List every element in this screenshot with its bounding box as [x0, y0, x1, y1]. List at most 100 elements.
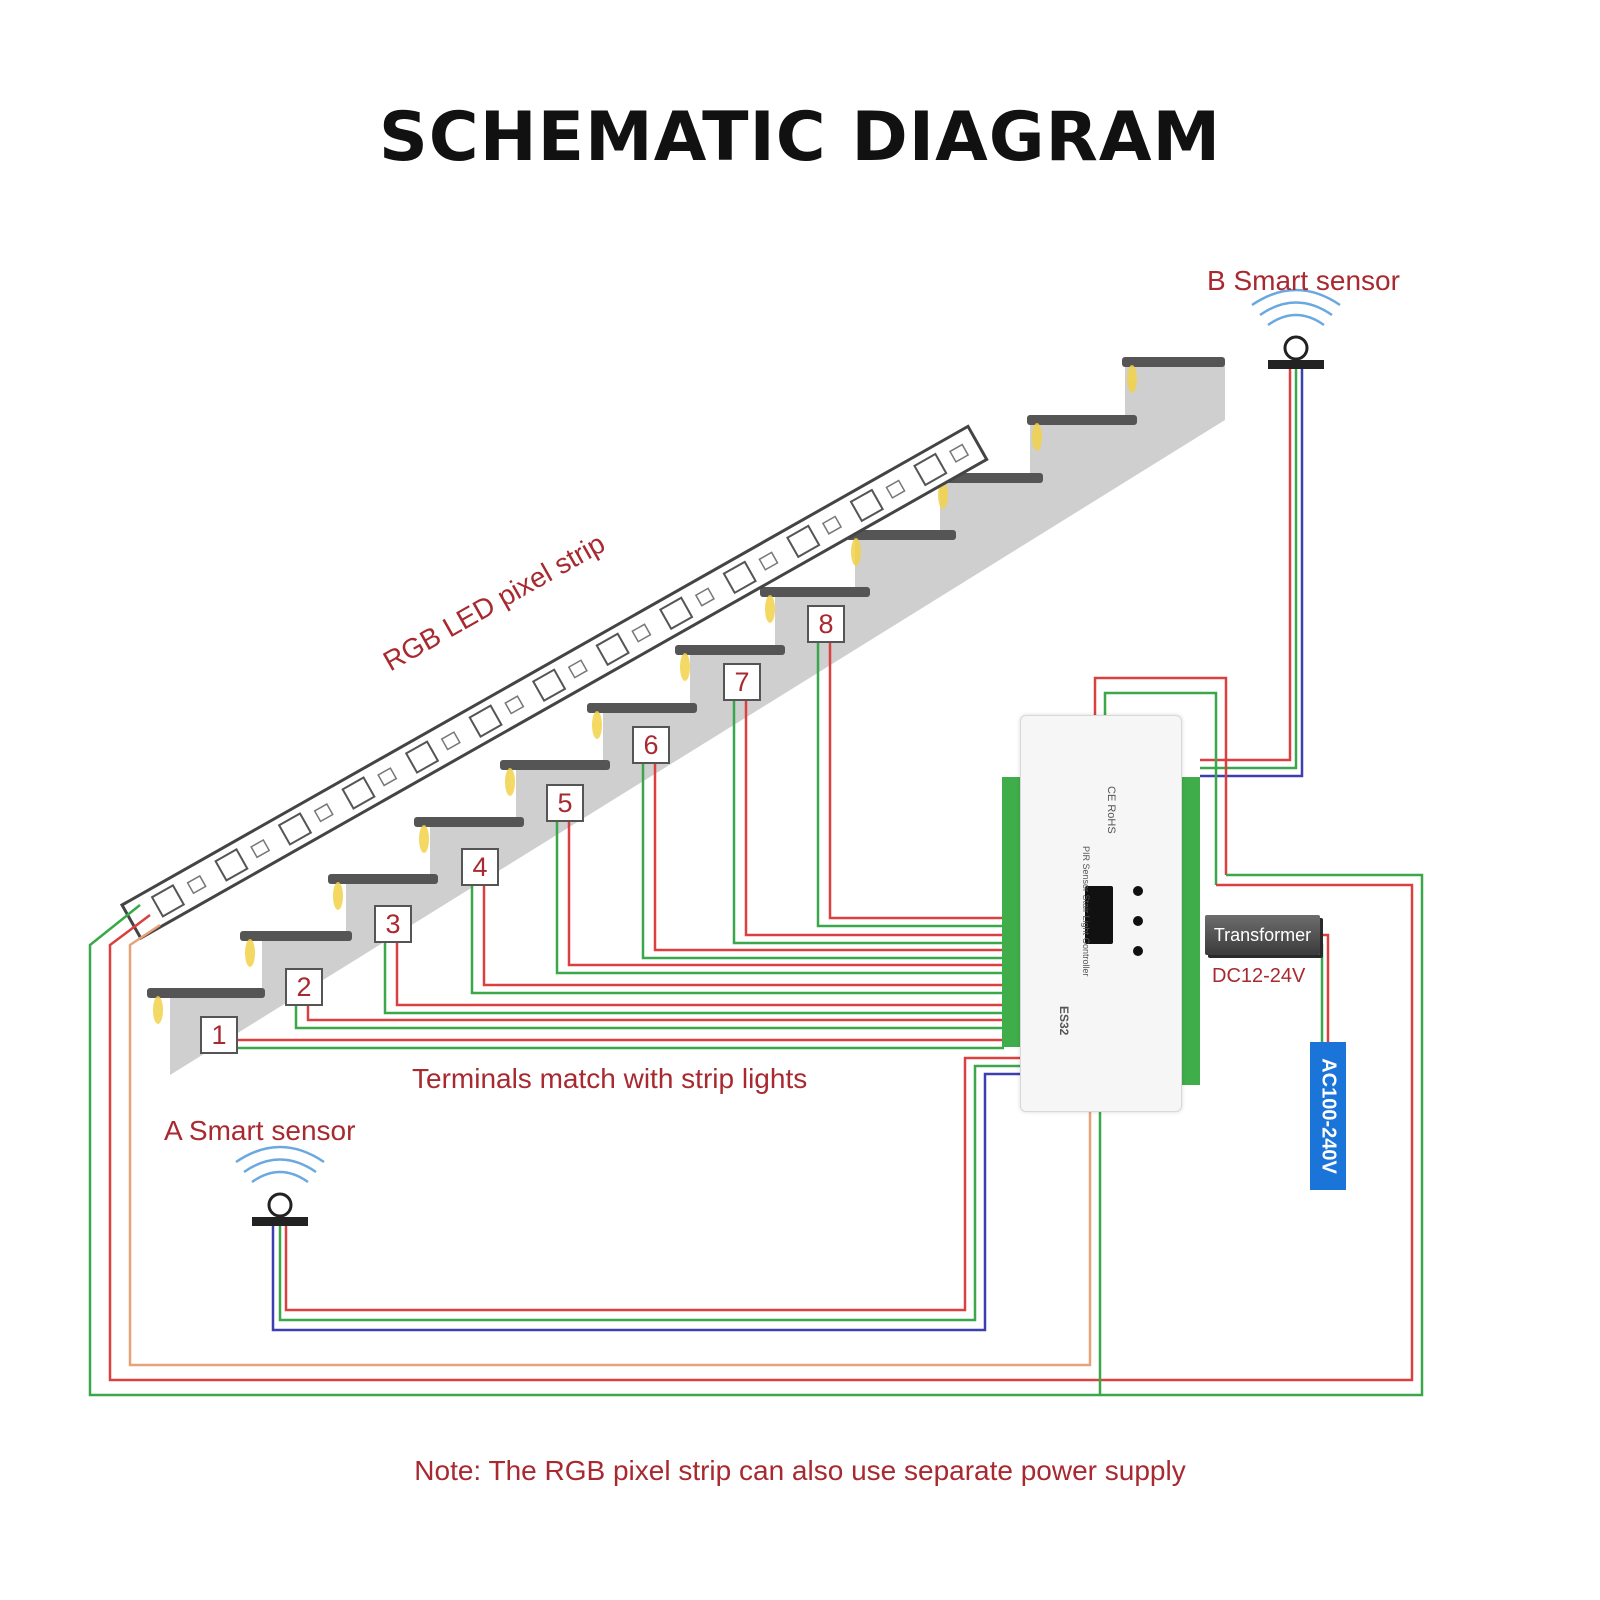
nosing-6	[587, 703, 697, 713]
wire-top-loop-red	[1093, 676, 1228, 875]
wire-channel-7-red	[744, 699, 1004, 937]
a-sensor-label: A Smart sensor	[164, 1115, 356, 1146]
controller-model: ES32	[1057, 1006, 1071, 1036]
step-light-icon	[1127, 365, 1137, 393]
sensor-icon	[1283, 335, 1309, 361]
resistor	[313, 803, 334, 823]
step-light-icon	[680, 653, 690, 681]
step-light-icon	[245, 939, 255, 967]
right-terminal-block	[1182, 777, 1200, 1085]
led-chip	[531, 668, 567, 703]
step-light-icons	[153, 365, 1137, 1024]
wire-a-sensor-blue	[271, 1072, 1020, 1332]
wire-channel-4-red	[482, 884, 1004, 987]
wire-ac-red	[1320, 933, 1330, 1042]
wire-b-sensor-red	[1200, 369, 1292, 762]
step-light-icon	[851, 538, 861, 566]
wire-strip-data	[128, 923, 1092, 1367]
led-chip	[595, 632, 630, 667]
transformer: Transformer	[1205, 915, 1320, 955]
nosing-3	[328, 874, 438, 884]
led-chip	[722, 560, 757, 595]
led-chip	[468, 704, 503, 738]
wire-channel-5-red	[567, 820, 1004, 967]
step-light-icon	[938, 481, 948, 509]
page-title: SCHEMATIC DIAGRAM	[378, 98, 1222, 177]
signal-waves-icon	[235, 1145, 325, 1184]
controller-name: PIR Sensor Stair Light Controller	[1081, 846, 1091, 977]
nosing-1	[147, 988, 265, 998]
led-chip	[786, 524, 821, 559]
note-text: Note: The RGB pixel strip can also use s…	[414, 1455, 1186, 1486]
wire-channel-1-red	[221, 1038, 1004, 1052]
resistor	[567, 659, 588, 679]
mode-button-icon	[1133, 946, 1143, 956]
nosing-4	[414, 817, 524, 827]
step-number-7: 7	[723, 663, 761, 701]
wire-b-sensor-green	[1200, 369, 1298, 770]
resistor	[885, 479, 906, 499]
wire-top-loop-green	[1103, 691, 1218, 885]
resistor	[948, 443, 970, 463]
step-light-icon	[765, 595, 775, 623]
wire-channel-6-green	[641, 762, 1004, 960]
step-number-6: 6	[632, 726, 670, 764]
wiring	[88, 369, 1424, 1397]
wire-channel-2-red	[306, 1004, 1004, 1022]
step-light-icon	[1032, 423, 1042, 451]
step-number-2: 2	[285, 968, 323, 1006]
wire-channel-4-green	[470, 884, 1004, 995]
wire-channel-8-green	[816, 641, 1004, 928]
wire-channel-7-green	[732, 699, 1004, 945]
led-chip	[214, 848, 249, 882]
resistor	[250, 838, 271, 859]
wire-b-sensor-blue	[1200, 369, 1304, 778]
led-chip	[404, 740, 440, 774]
resistor	[440, 731, 461, 751]
down-button-icon	[1133, 916, 1143, 926]
b-sensor-icon	[1251, 288, 1341, 369]
led-chip	[913, 452, 948, 487]
resistor	[504, 695, 525, 715]
wire-channel-5-green	[555, 820, 1004, 975]
resistor	[758, 551, 779, 571]
wire-channel-3-red	[395, 941, 1004, 1007]
step-number-1: 1	[200, 1016, 238, 1054]
wire-a-sensor-red	[284, 1056, 1020, 1312]
b-sensor-label: B Smart sensor	[1207, 265, 1400, 296]
wire-channel-3-green	[383, 941, 1004, 1015]
wire-channel-6-red	[653, 762, 1004, 952]
wire-ac-green	[1314, 943, 1324, 1042]
stair-silhouette	[170, 362, 1225, 1075]
resistor	[821, 515, 843, 535]
signal-waves-icon	[1251, 288, 1341, 327]
nosing-5	[500, 760, 610, 770]
nosing-9	[846, 530, 956, 540]
step-number-4: 4	[461, 848, 499, 886]
sensor-icon	[267, 1192, 293, 1218]
step-light-icon	[419, 825, 429, 853]
step-number-3: 3	[374, 905, 412, 943]
nosing-12	[1122, 357, 1225, 367]
ac-input: AC100-240V	[1310, 1042, 1346, 1190]
step-number-8: 8	[807, 605, 845, 643]
controller-display	[1085, 886, 1113, 944]
resistor	[694, 587, 715, 607]
led-chip	[658, 596, 694, 631]
resistor	[186, 874, 207, 895]
nosing-8	[760, 587, 870, 597]
nosing-2	[240, 931, 352, 941]
led-chip	[849, 488, 885, 523]
left-terminal-block	[1002, 777, 1020, 1047]
wire-channel-1-green	[209, 1046, 1004, 1052]
step-light-icon	[153, 996, 163, 1024]
wire-strip-red	[108, 883, 1414, 1382]
led-chip	[277, 812, 313, 846]
dc-voltage-label: DC12-24V	[1212, 965, 1306, 987]
ac-voltage-label: AC100-240V	[1317, 1058, 1340, 1174]
rgb-led-strip	[119, 424, 989, 941]
wire-channel-8-red	[828, 641, 1004, 920]
stair-light-controller: CE RoHS PIR Sensor Stair Light Controlle…	[1020, 715, 1182, 1112]
resistor	[377, 767, 398, 787]
